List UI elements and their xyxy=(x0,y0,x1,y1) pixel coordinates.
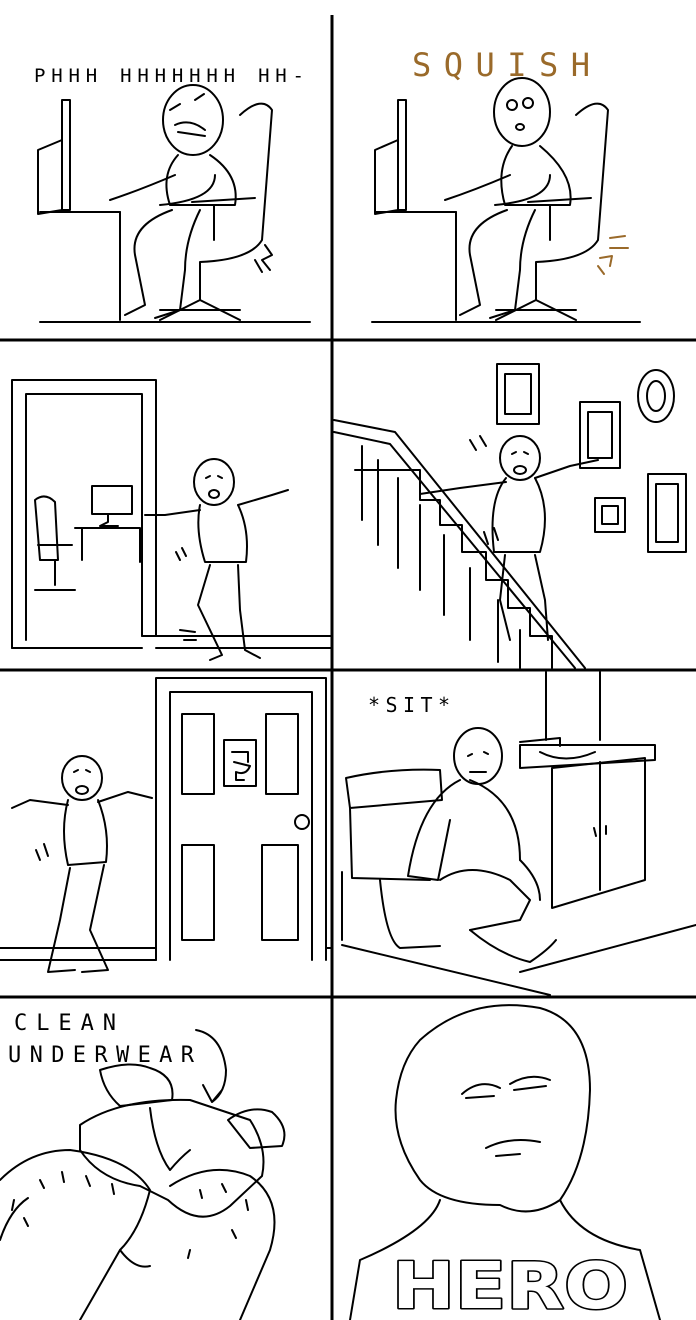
door-panel xyxy=(265,713,299,795)
panel-1-caption: PHHH HHHHHHH HH- xyxy=(34,65,304,87)
proud-eyes xyxy=(461,1075,551,1099)
door-knob xyxy=(294,814,310,830)
leg-left xyxy=(0,1149,151,1320)
toilet-bowl xyxy=(379,879,441,949)
surprised-eye-left xyxy=(506,99,518,111)
computer-monitor xyxy=(91,485,133,515)
foot-left xyxy=(99,1063,174,1107)
door-panel xyxy=(181,844,215,941)
wall-corner xyxy=(341,671,696,996)
squish-lines xyxy=(597,235,629,275)
panel-6-caption: *SIT* xyxy=(368,693,450,717)
door-panel xyxy=(181,713,215,795)
proud-mouth xyxy=(485,1139,541,1157)
hero-caption: HERO xyxy=(392,1250,628,1320)
round-frame xyxy=(637,369,675,423)
toilet-sign-icon xyxy=(231,751,251,781)
office-chair xyxy=(34,495,76,591)
motion-lines xyxy=(254,244,273,273)
head xyxy=(162,84,224,156)
desk xyxy=(74,527,141,563)
picture-frame xyxy=(594,497,626,533)
staircase xyxy=(354,469,553,669)
panel-1: PHHH HHHHHHH HH- xyxy=(34,65,311,323)
head xyxy=(499,435,541,481)
office-chair xyxy=(159,102,273,321)
panel-2: SQUISH xyxy=(371,46,641,323)
panel-2-caption: SQUISH xyxy=(412,46,590,84)
bathroom-door-frame xyxy=(155,677,327,961)
panel-7-caption-line-1: CLEAN xyxy=(14,1011,116,1036)
toilet-tank xyxy=(345,768,443,881)
panel-7: CLEAN UNDERWEAR xyxy=(0,1011,286,1320)
proud-face-outline xyxy=(394,1004,591,1213)
doorway xyxy=(11,379,157,649)
legs xyxy=(124,209,201,319)
picture-frame xyxy=(579,401,621,469)
stair-railing xyxy=(333,419,586,669)
picture-frame xyxy=(647,473,687,553)
foot-right xyxy=(227,1108,286,1149)
head xyxy=(61,755,103,801)
arms xyxy=(109,174,216,206)
torso xyxy=(197,504,248,563)
caption-arrow xyxy=(195,1029,227,1103)
picture-frame xyxy=(496,363,540,425)
computer-chair-back xyxy=(37,139,63,215)
panel-3 xyxy=(11,379,333,661)
monitor xyxy=(61,99,71,211)
panel-6: *SIT* xyxy=(341,671,696,996)
panel-borders xyxy=(0,15,696,1320)
toilet-sign xyxy=(223,739,257,787)
vanity-counter xyxy=(519,744,656,769)
vanity-cabinet xyxy=(551,757,646,909)
arms xyxy=(144,489,289,516)
head xyxy=(493,77,551,147)
head xyxy=(453,727,503,785)
leg-right xyxy=(119,1168,276,1320)
panel-4 xyxy=(333,363,687,669)
panel-5 xyxy=(0,677,333,973)
sink xyxy=(519,737,596,760)
neck-shoulders xyxy=(349,1199,661,1320)
panel-7-caption-line-2: UNDERWEAR xyxy=(8,1043,195,1068)
torso xyxy=(165,154,237,206)
head xyxy=(193,458,235,506)
straining-face xyxy=(169,93,206,137)
door-panel xyxy=(261,844,299,941)
panel-8: HERO xyxy=(349,1004,661,1320)
legs xyxy=(197,564,261,661)
leg-hair xyxy=(11,1171,249,1259)
surprised-eye-right xyxy=(522,97,534,109)
